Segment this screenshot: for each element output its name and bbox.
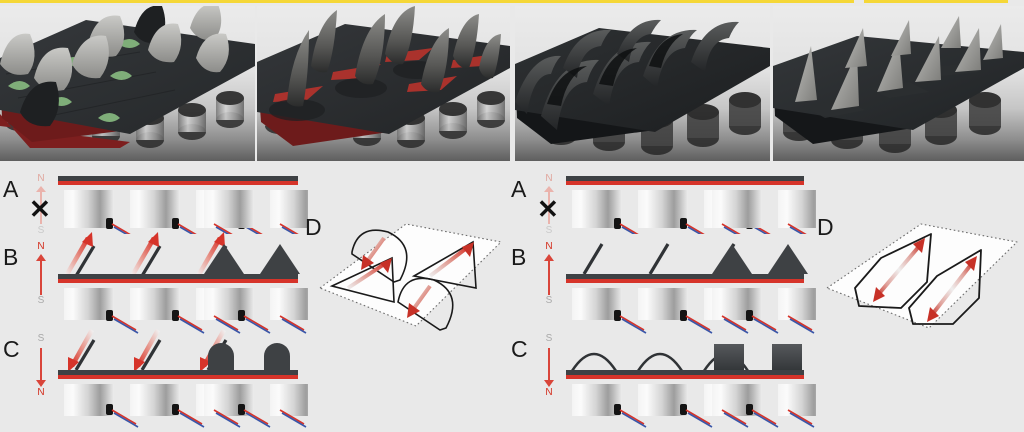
field-north-label: N [545,387,553,398]
left-row-c-right-wires [210,404,310,432]
left-row-b-label: B [3,244,19,270]
render-domes-green-tips [0,6,255,161]
right-row-b-wires [566,308,816,344]
right-diagram-group: A N S ✕ [505,168,1024,430]
field-north-label: N [37,173,45,184]
left-diagram-group: A N S ✕ [0,168,505,430]
left-row-c-wires [58,404,308,432]
right-row-c-field-indicator: S N [536,334,562,404]
render-triangular-fins [773,6,1024,161]
field-south-label: S [545,225,553,236]
left-row-a-label: A [3,176,19,202]
field-crossed-out-icon: ✕ [29,194,51,224]
left-row-a-right-panel [198,174,308,234]
field-south-label: S [37,225,45,236]
render-strip [0,6,1024,161]
left-row-b-right-panel [198,230,308,320]
render-spikes-red-slots [257,6,510,161]
right-row-b-right-wires [718,308,818,344]
left-row-b-wires [58,308,308,344]
field-south-label: S [545,295,553,306]
field-south-label: S [545,333,553,344]
left-row-a-field-indicator: N S ✕ [28,174,54,244]
field-north-label: N [37,387,45,398]
right-row-b-field-indicator: N S [536,242,562,312]
field-north-label: N [545,241,553,252]
right-d-label: D [817,214,834,240]
left-row-b-field-indicator: N S [28,242,54,312]
right-row-c-right-panel [706,326,816,416]
right-row-a-field-indicator: N S ✕ [536,174,562,244]
right-row-a-label: A [511,176,527,202]
right-d-panel [825,196,1024,341]
left-row-c-right-panel [198,326,308,416]
field-north-label: N [545,173,553,184]
right-row-c-right-wires [718,404,818,432]
left-row-c-field-indicator: S N [28,334,54,404]
right-row-b-right-panel [706,230,816,320]
right-row-b-label: B [511,244,527,270]
field-south-label: S [37,333,45,344]
left-row-c-label: C [3,336,20,362]
field-south-label: S [37,295,45,306]
right-row-c-wires [566,404,816,432]
left-row-b-right-wires [210,308,310,344]
right-row-c-label: C [511,336,528,362]
top-accent-rule [0,0,1024,3]
render-arches-black [515,6,770,161]
left-d-panel [318,196,503,341]
field-north-label: N [37,241,45,252]
left-d-label: D [305,214,322,240]
right-row-a-right-panel [706,174,816,234]
field-crossed-out-icon: ✕ [537,194,559,224]
